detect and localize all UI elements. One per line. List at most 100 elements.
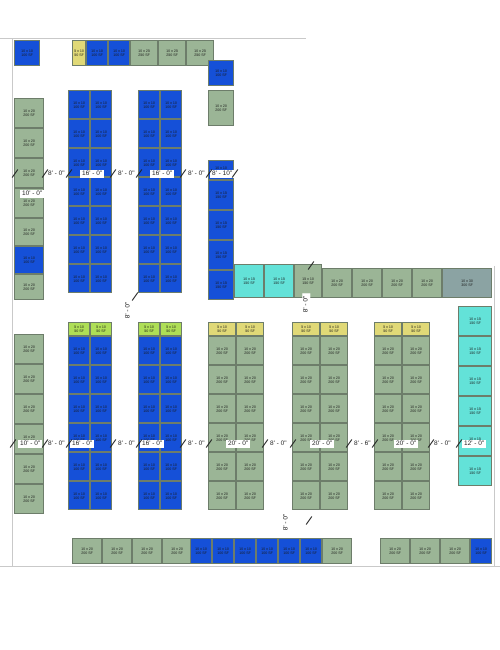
storage-unit[interactable]: 10 x 10100 SF [90,481,112,510]
storage-unit[interactable]: 10 x 10100 SF [90,206,112,235]
storage-unit[interactable]: 5 x 1050 SF [72,40,86,66]
storage-unit[interactable]: 10 x 20200 SF [132,538,162,564]
storage-unit[interactable]: 10 x 10100 SF [190,538,212,564]
storage-unit[interactable]: 10 x 20200 SF [14,484,44,514]
storage-unit[interactable]: 5 x 1050 SF [374,322,402,336]
storage-unit[interactable]: 10 x 20200 SF [14,394,44,424]
storage-unit[interactable]: 10 x 10100 SF [68,365,90,394]
storage-unit[interactable]: 10 x 10100 SF [138,90,160,119]
storage-unit[interactable]: 10 x 20200 SF [14,334,44,364]
storage-unit[interactable]: 10 x 20200 SF [208,336,236,365]
storage-unit[interactable]: 10 x 10100 SF [234,538,256,564]
storage-unit[interactable]: 10 x 20200 SF [14,98,44,128]
storage-unit[interactable]: 5 x 1050 SF [236,322,264,336]
storage-unit[interactable]: 10 x 20200 SF [402,452,430,481]
storage-unit[interactable]: 10 x 20200 SF [208,394,236,423]
storage-unit[interactable]: 10 x 10100 SF [68,264,90,293]
storage-unit[interactable]: 10 x 20200 SF [402,336,430,365]
storage-unit[interactable]: 10 x 10100 SF [138,177,160,206]
storage-unit[interactable]: 10 x 10100 SF [68,394,90,423]
storage-unit[interactable]: 10 x 10100 SF [138,148,160,177]
storage-unit[interactable]: 10 x 15150 SF [208,270,234,300]
storage-unit[interactable]: 10 x 20200 SF [14,274,44,300]
storage-unit[interactable]: 10 x 10100 SF [90,365,112,394]
storage-unit[interactable]: 10 x 15150 SF [458,366,492,396]
storage-unit[interactable]: 10 x 20200 SF [236,452,264,481]
storage-unit[interactable]: 10 x 20200 SF [292,481,320,510]
storage-unit[interactable]: 10 x 20200 SF [374,394,402,423]
storage-unit[interactable]: 10 x 15150 SF [458,306,492,336]
storage-unit[interactable]: 10 x 10100 SF [138,481,160,510]
storage-unit[interactable]: 10 x 20200 SF [322,268,352,298]
storage-unit[interactable]: 10 x 10100 SF [138,394,160,423]
storage-unit[interactable]: 10 x 10100 SF [138,452,160,481]
storage-unit[interactable]: 10 x 10100 SF [68,235,90,264]
storage-unit[interactable]: 10 x 10100 SF [90,235,112,264]
storage-unit[interactable]: 5 x 1050 SF [402,322,430,336]
storage-unit[interactable]: 10 x 20200 SF [14,424,44,454]
storage-unit[interactable]: 10 x 10100 SF [14,40,40,66]
storage-unit[interactable]: 10 x 10100 SF [208,60,234,86]
storage-unit[interactable]: 10 x 20200 SF [402,394,430,423]
storage-unit[interactable]: 10 x 10100 SF [68,336,90,365]
storage-unit[interactable]: 10 x 20200 SF [208,481,236,510]
storage-unit[interactable]: 10 x 10100 SF [160,235,182,264]
storage-unit[interactable]: 10 x 25250 SF [158,40,186,66]
storage-unit[interactable]: 10 x 25250 SF [186,40,214,66]
storage-unit[interactable]: 10 x 10100 SF [90,177,112,206]
storage-unit[interactable]: 10 x 10100 SF [160,394,182,423]
storage-unit[interactable]: 10 x 20200 SF [374,481,402,510]
storage-unit[interactable]: 10 x 20200 SF [402,481,430,510]
storage-unit[interactable]: 10 x 20200 SF [374,365,402,394]
storage-unit[interactable]: 10 x 20200 SF [208,452,236,481]
storage-unit[interactable]: 10 x 10100 SF [68,481,90,510]
storage-unit[interactable]: 5 x 1050 SF [68,322,90,336]
storage-unit[interactable]: 10 x 20200 SF [320,336,348,365]
storage-unit[interactable]: 10 x 20200 SF [320,481,348,510]
storage-unit[interactable]: 10 x 15150 SF [458,396,492,426]
storage-unit[interactable]: 10 x 10100 SF [68,177,90,206]
storage-unit[interactable]: 10 x 10100 SF [68,206,90,235]
storage-unit[interactable]: 10 x 20200 SF [320,452,348,481]
storage-unit[interactable]: 10 x 10100 SF [212,538,234,564]
storage-unit[interactable]: 10 x 20200 SF [208,90,234,126]
storage-unit[interactable]: 10 x 15150 SF [458,336,492,366]
storage-unit[interactable]: 10 x 10100 SF [138,365,160,394]
storage-unit[interactable]: 10 x 20200 SF [352,268,382,298]
storage-unit[interactable]: 10 x 25250 SF [130,40,158,66]
storage-unit[interactable]: 5 x 1050 SF [292,322,320,336]
storage-unit[interactable]: 10 x 10100 SF [86,40,108,66]
storage-unit[interactable]: 10 x 10100 SF [138,119,160,148]
storage-unit[interactable]: 10 x 20200 SF [292,423,320,452]
storage-unit[interactable]: 10 x 20200 SF [410,538,440,564]
storage-unit[interactable]: 10 x 10100 SF [90,90,112,119]
storage-unit[interactable]: 10 x 20200 SF [14,218,44,246]
storage-unit[interactable]: 10 x 10100 SF [300,538,322,564]
storage-unit[interactable]: 10 x 20200 SF [440,538,470,564]
storage-unit[interactable]: 10 x 10100 SF [160,336,182,365]
storage-unit[interactable]: 10 x 10100 SF [90,119,112,148]
storage-unit[interactable]: 10 x 10100 SF [68,148,90,177]
storage-unit[interactable]: 10 x 10100 SF [90,452,112,481]
storage-unit[interactable]: 5 x 1050 SF [160,322,182,336]
storage-unit[interactable]: 10 x 10100 SF [160,423,182,452]
storage-unit[interactable]: 10 x 20200 SF [320,394,348,423]
storage-unit[interactable]: 10 x 20200 SF [236,394,264,423]
storage-unit[interactable]: 10 x 15150 SF [458,456,492,486]
storage-unit[interactable]: 10 x 15150 SF [208,240,234,270]
storage-unit[interactable]: 10 x 20200 SF [292,336,320,365]
storage-unit[interactable]: 10 x 10100 SF [278,538,300,564]
storage-unit[interactable]: 10 x 10100 SF [160,177,182,206]
storage-unit[interactable]: 10 x 20200 SF [292,365,320,394]
storage-unit[interactable]: 10 x 20200 SF [236,481,264,510]
storage-unit[interactable]: 10 x 20200 SF [320,365,348,394]
storage-unit[interactable]: 10 x 10100 SF [90,423,112,452]
storage-unit[interactable]: 10 x 10100 SF [90,394,112,423]
storage-unit[interactable]: 10 x 10100 SF [160,90,182,119]
storage-unit[interactable]: 10 x 20200 SF [382,268,412,298]
storage-unit[interactable]: 10 x 30300 SF [442,268,492,298]
storage-unit[interactable]: 10 x 10100 SF [108,40,130,66]
storage-unit[interactable]: 10 x 10100 SF [160,365,182,394]
storage-unit[interactable]: 10 x 10100 SF [160,264,182,293]
storage-unit[interactable]: 10 x 20200 SF [374,336,402,365]
